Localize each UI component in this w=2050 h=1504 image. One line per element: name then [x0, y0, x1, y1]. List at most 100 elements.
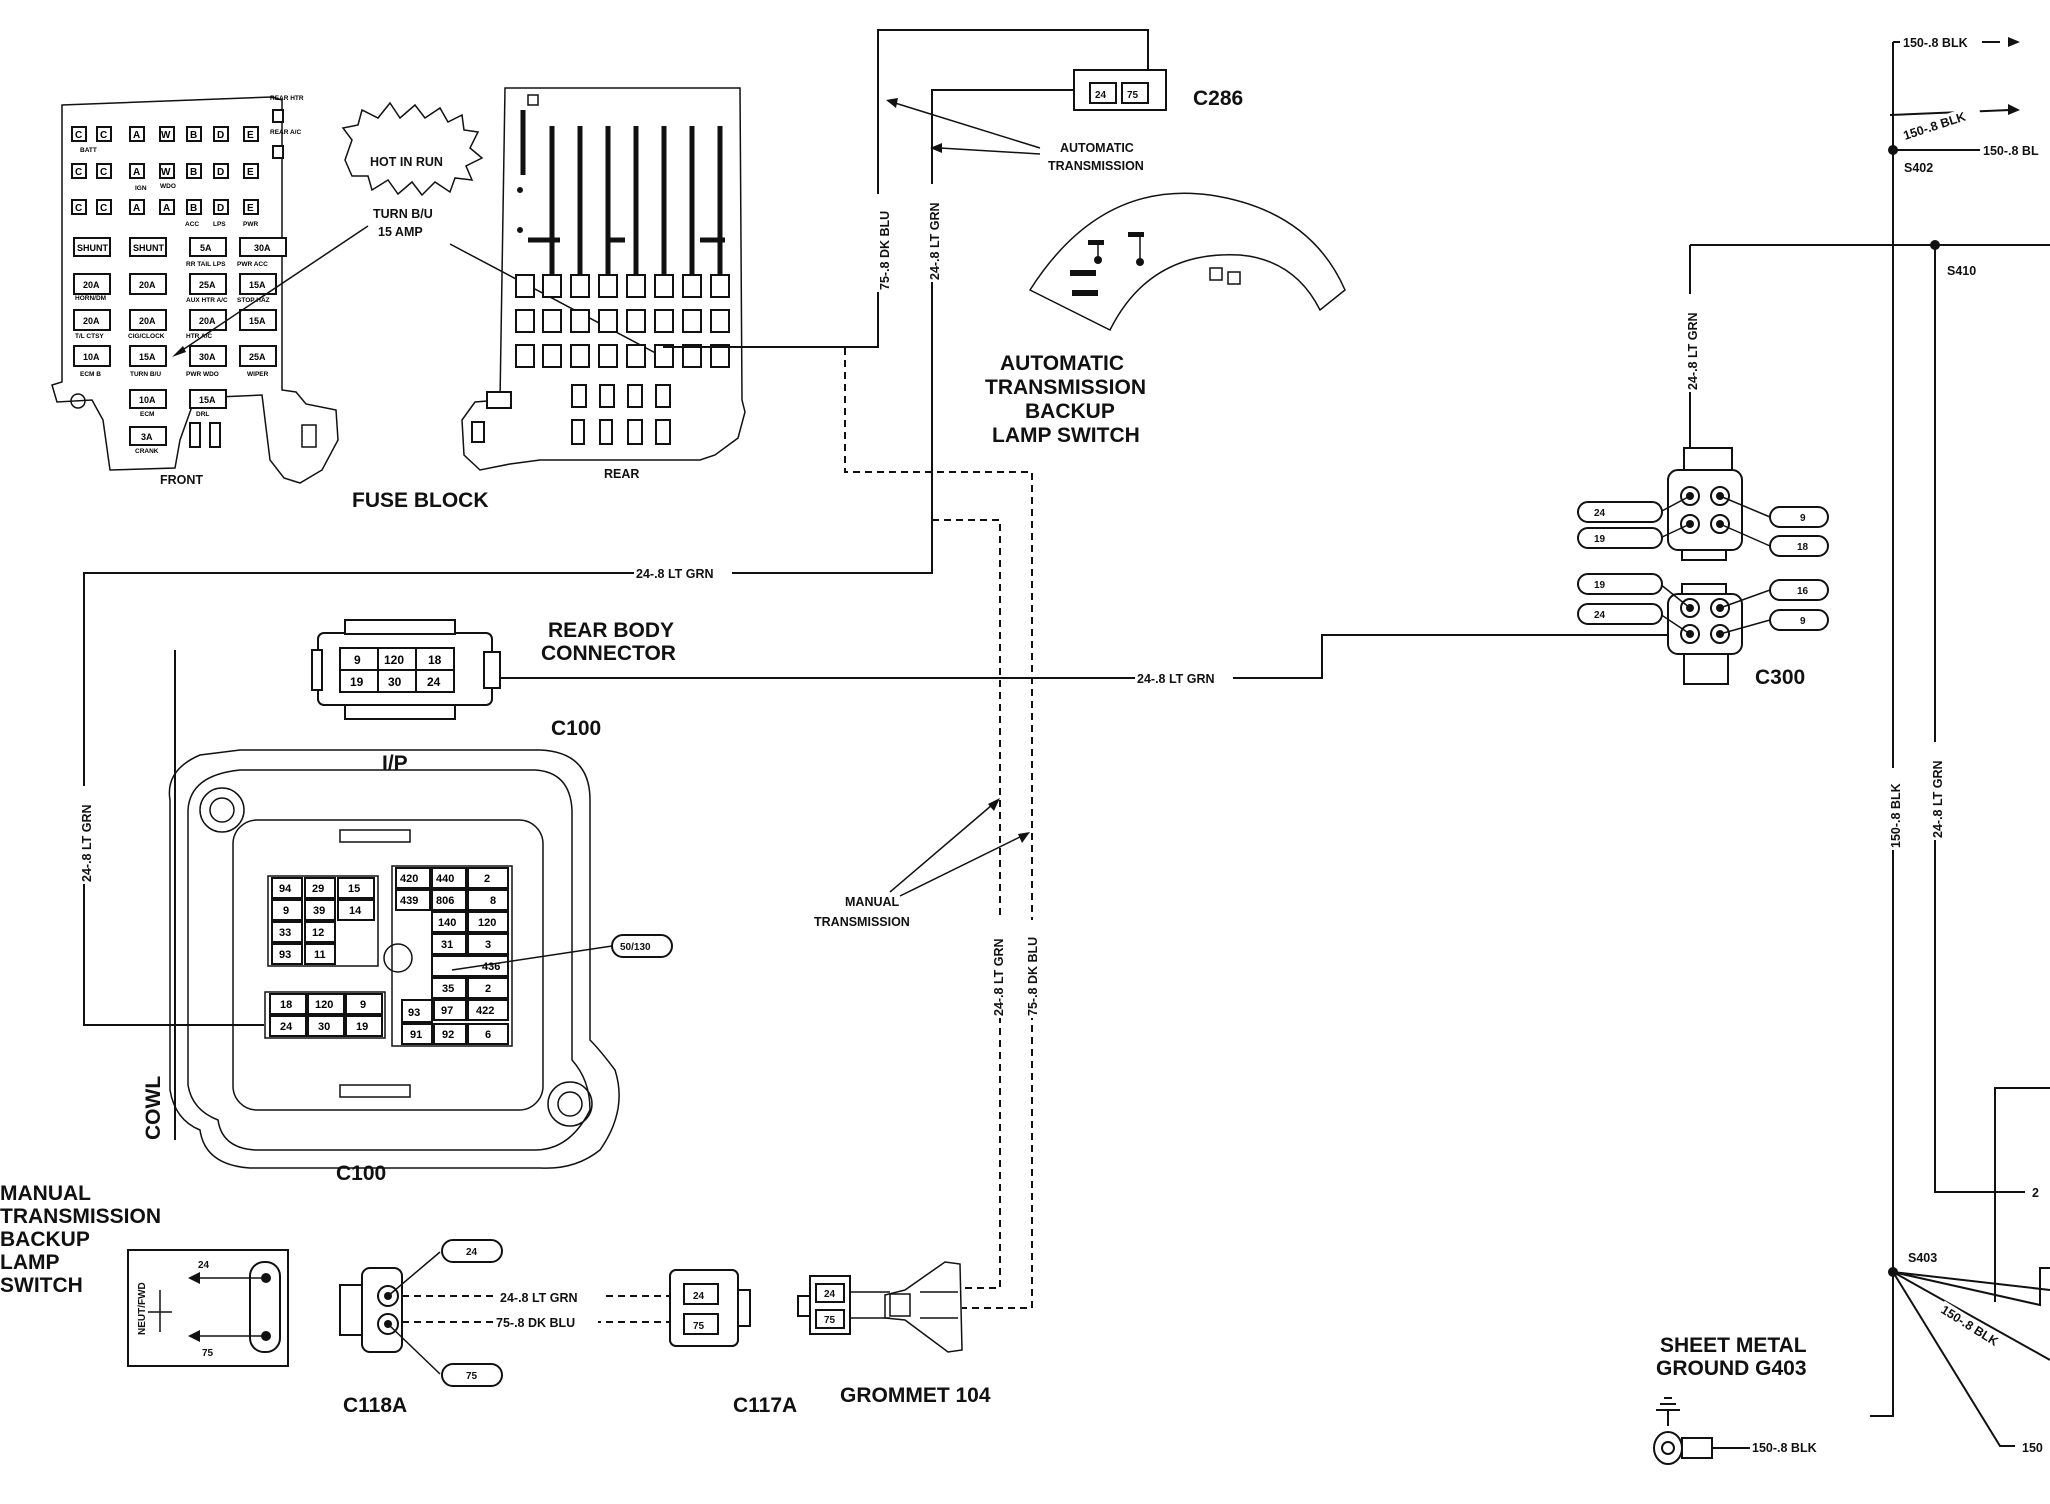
fuse-rear-label: REAR: [604, 467, 639, 481]
svg-text:PWR ACC: PWR ACC: [237, 261, 268, 268]
svg-text:12: 12: [312, 927, 324, 939]
rear-body-label-1: REAR BODY: [548, 619, 674, 642]
c286-label: C286: [1193, 87, 1243, 110]
svg-text:SHUNT: SHUNT: [133, 243, 165, 253]
svg-text:9: 9: [1800, 513, 1806, 524]
svg-text:10A: 10A: [139, 395, 156, 405]
svg-text:E: E: [247, 130, 254, 141]
svg-text:120: 120: [384, 653, 404, 667]
svg-text:20A: 20A: [83, 316, 100, 326]
svg-text:14: 14: [349, 905, 362, 917]
svg-text:35: 35: [442, 983, 454, 995]
svg-text:93: 93: [279, 949, 291, 961]
svg-text:9: 9: [283, 905, 289, 917]
svg-text:B: B: [190, 130, 197, 141]
svg-text:15: 15: [348, 883, 360, 895]
svg-text:420: 420: [400, 873, 418, 885]
svg-text:24-.8 LT GRN: 24-.8 LT GRN: [928, 202, 942, 280]
svg-text:E: E: [247, 203, 254, 214]
ip-label: I/P: [382, 752, 408, 775]
fuse-row-7: 10A 15A 30A 25A: [73, 345, 277, 367]
svg-text:T/L CTSY: T/L CTSY: [75, 333, 104, 340]
fuse-block-front: C C A W B D E C C A W B D E C C A A: [51, 95, 339, 487]
svg-text:5A: 5A: [200, 243, 212, 253]
manual-trans-note-1: MANUAL: [845, 895, 900, 909]
fuse-block-title: FUSE BLOCK: [352, 489, 489, 512]
svg-text:2: 2: [485, 983, 491, 995]
fuse-row-1: C C A W B D E: [71, 126, 259, 142]
svg-text:15A: 15A: [249, 316, 266, 326]
fuse-small-labels: BATT IGN WDO ACC LPS PWR HORN/DM RR TAIL…: [75, 95, 304, 455]
auto-switch-label-1: AUTOMATIC: [1000, 352, 1124, 375]
grommet-104: 24 75: [797, 1261, 963, 1353]
svg-text:20A: 20A: [83, 280, 100, 290]
fuse-row-6: 20A 20A 20A 15A: [73, 309, 277, 331]
svg-text:19: 19: [1594, 580, 1606, 591]
svg-text:29: 29: [312, 883, 324, 895]
sheet-metal-label-2: GROUND G403: [1656, 1357, 1807, 1380]
svg-text:B: B: [190, 203, 197, 214]
svg-text:9: 9: [354, 653, 361, 667]
auto-switch-label-2: TRANSMISSION: [985, 376, 1146, 399]
svg-text:A: A: [133, 130, 140, 141]
s403-label: S403: [1908, 1251, 1937, 1265]
mt-switch-label-3: BACKUP: [0, 1228, 90, 1251]
c286-connector: 24 75 C286: [1073, 69, 1243, 111]
svg-text:C: C: [100, 203, 107, 214]
svg-text:75-.8 DK BLU: 75-.8 DK BLU: [1026, 937, 1040, 1016]
svg-text:W: W: [161, 167, 171, 178]
svg-text:A: A: [163, 203, 170, 214]
svg-text:24: 24: [1594, 508, 1606, 519]
svg-text:A: A: [133, 167, 140, 178]
svg-text:ECM: ECM: [140, 411, 154, 418]
svg-text:75: 75: [693, 1321, 705, 1332]
fuse-block-rear: REAR: [461, 87, 746, 481]
svg-text:BATT: BATT: [80, 147, 97, 154]
svg-text:439: 439: [400, 895, 418, 907]
svg-text:25A: 25A: [199, 280, 216, 290]
svg-text:6: 6: [485, 1029, 491, 1041]
svg-text:HTR A/C: HTR A/C: [186, 333, 212, 340]
svg-text:15A: 15A: [249, 280, 266, 290]
svg-text:CIG/CLOCK: CIG/CLOCK: [128, 333, 165, 340]
svg-text:24-.8 LT GRN: 24-.8 LT GRN: [1137, 672, 1215, 686]
svg-text:140: 140: [438, 917, 456, 929]
svg-text:DRL: DRL: [196, 411, 209, 418]
svg-text:3A: 3A: [141, 432, 153, 442]
svg-text:150-.8 BLK: 150-.8 BLK: [1752, 1441, 1817, 1455]
hot-in-run-burst: HOT IN RUN: [341, 101, 484, 197]
svg-text:24: 24: [824, 1289, 836, 1300]
svg-text:24-.8 LT GRN: 24-.8 LT GRN: [80, 804, 94, 882]
cowl-label: COWL: [142, 1076, 165, 1140]
s402-label: S402: [1904, 161, 1933, 175]
ground-g403-symbol: [1653, 1397, 1750, 1465]
svg-text:150-.8 BLK: 150-.8 BLK: [1938, 1303, 2000, 1349]
svg-text:9: 9: [1800, 616, 1806, 627]
fuse-row-3: C C A A B D E: [71, 199, 259, 215]
svg-text:24: 24: [280, 1021, 293, 1033]
svg-text:15A: 15A: [139, 352, 156, 362]
svg-text:24: 24: [198, 1260, 210, 1271]
svg-text:W: W: [161, 130, 171, 141]
svg-text:2: 2: [484, 873, 490, 885]
mt-switch-label-5: SWITCH: [0, 1274, 83, 1297]
fuse-row-8: 10A 15A 3A: [129, 389, 227, 448]
svg-text:33: 33: [279, 927, 291, 939]
svg-text:C: C: [100, 130, 107, 141]
svg-text:3: 3: [485, 939, 491, 951]
svg-text:39: 39: [313, 905, 325, 917]
svg-text:806: 806: [436, 895, 454, 907]
svg-text:REAR HTR: REAR HTR: [270, 95, 304, 102]
svg-text:24-.8 LT GRN: 24-.8 LT GRN: [1686, 312, 1700, 390]
svg-text:30: 30: [318, 1021, 330, 1033]
svg-text:75: 75: [202, 1348, 214, 1359]
svg-text:LPS: LPS: [213, 221, 226, 228]
svg-text:PWR: PWR: [243, 221, 258, 228]
fuse-front-label: FRONT: [160, 473, 203, 487]
svg-text:20A: 20A: [139, 316, 156, 326]
fuse-row-4: SHUNT SHUNT 5A 30A: [73, 237, 287, 257]
mt-switch-label-2: TRANSMISSION: [0, 1205, 161, 1228]
turn-bu-pointer-rear: [449, 243, 666, 359]
wire-labels: 24-.8 LT GRN 24-.8 LT GRN 75-.8 DK BLU 2…: [79, 35, 2050, 1455]
fuse-row-5: 20A 20A 25A 15A: [73, 273, 277, 295]
